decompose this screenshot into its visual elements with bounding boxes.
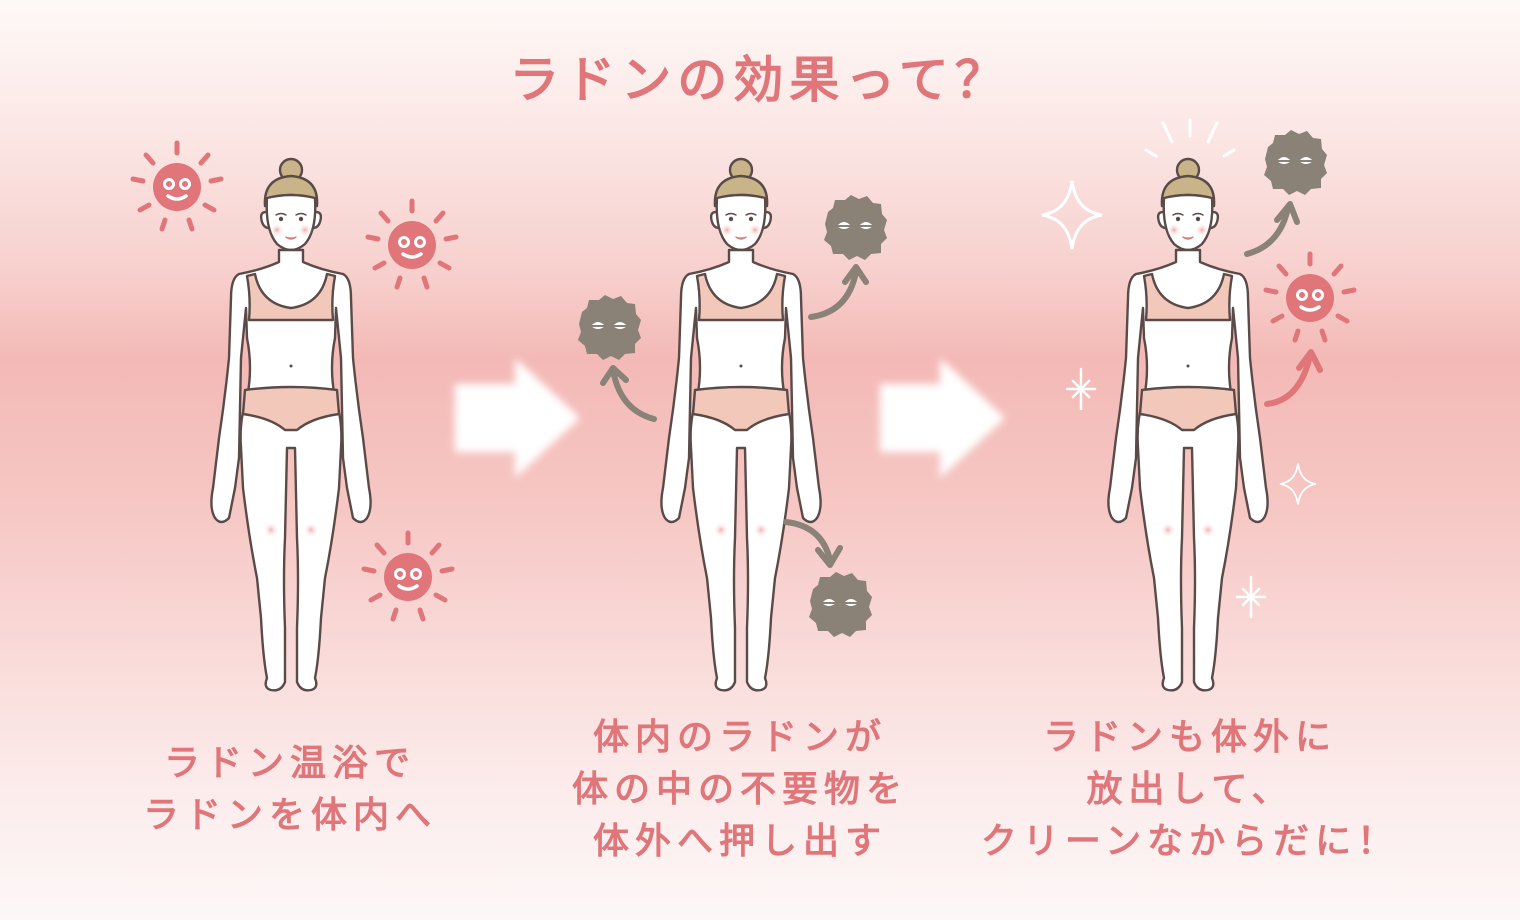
sun-smiley-icon — [133, 143, 221, 229]
big-right-arrow — [880, 358, 1005, 478]
sparkle-icon — [1040, 179, 1104, 251]
sun-smiley-icon — [368, 201, 456, 287]
toxin-blob-icon — [808, 571, 873, 638]
sun-smiley-icon — [364, 533, 452, 619]
curved-arrows — [600, 264, 869, 568]
sun-smiley-icon — [1266, 254, 1354, 340]
caption-line: 放出して、 — [1086, 769, 1294, 810]
caption-line: クリーンなからだに！ — [980, 821, 1400, 862]
page-title: ラドンの効果って？ — [509, 51, 1011, 109]
big-right-arrow — [455, 358, 580, 478]
woman-figure — [210, 157, 372, 692]
caption-line: 体の中の不要物を — [571, 769, 908, 810]
caption-line: ラドンも体外に — [1042, 717, 1337, 758]
woman-figure — [660, 157, 822, 692]
caption-line: 体内のラドンが — [592, 717, 887, 758]
caption-line: ラドン温浴で — [163, 743, 416, 784]
step-1-caption: ラドン温浴で ラドンを体内へ — [100, 738, 480, 842]
sparkle-icon — [1279, 462, 1317, 506]
toxin-blob-icon — [823, 194, 888, 261]
step-3-caption: ラドンも体外に 放出して、 クリーンなからだに！ — [970, 712, 1410, 868]
step-2-caption: 体内のラドンが 体の中の不要物を 体外へ押し出す — [530, 712, 950, 868]
sparkle-icon — [1235, 575, 1267, 619]
toxin-blob-icon — [1263, 129, 1328, 196]
caption-line: 体外へ押し出す — [592, 821, 887, 862]
woman-figure — [1107, 157, 1269, 692]
shine-lines-icon — [1144, 118, 1236, 158]
caption-line: ラドンを体内へ — [142, 795, 437, 836]
toxin-blob-icon — [577, 294, 642, 361]
sparkle-icon — [1065, 367, 1097, 411]
